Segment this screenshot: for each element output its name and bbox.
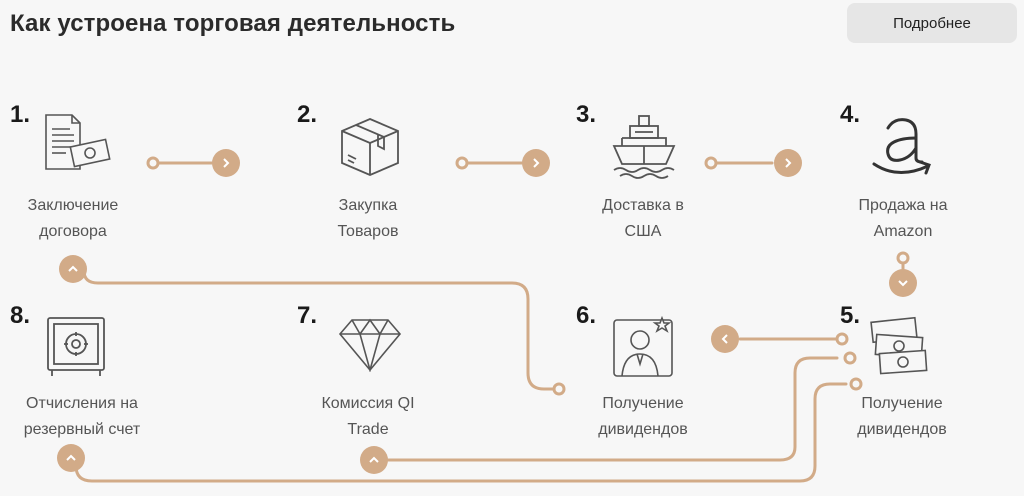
page-title: Как устроена торговая деятельность bbox=[10, 10, 456, 37]
label-line: Заключение bbox=[27, 197, 119, 214]
label-line: Trade bbox=[347, 421, 389, 438]
prev-arrow-button[interactable] bbox=[711, 325, 739, 353]
label-line: резервный счет bbox=[23, 421, 141, 438]
step-6-label: Получение дивидендов bbox=[563, 391, 723, 443]
label-line: дивидендов bbox=[598, 421, 688, 438]
label-line: Amazon bbox=[873, 223, 933, 240]
up-arrow-button[interactable] bbox=[360, 446, 388, 474]
box-icon bbox=[341, 118, 399, 176]
step-3-number: 3. bbox=[576, 101, 597, 128]
person-star-icon bbox=[613, 315, 673, 377]
label-line: Комиссия QI bbox=[321, 395, 415, 412]
step-4-number: 4. bbox=[840, 101, 861, 128]
connector-dot bbox=[849, 377, 863, 391]
step-2-number: 2. bbox=[297, 101, 318, 128]
step-8-number: 8. bbox=[10, 302, 31, 329]
next-arrow-button[interactable] bbox=[522, 149, 550, 177]
step-5-number: 5. bbox=[840, 302, 861, 329]
label-line: США bbox=[624, 223, 662, 240]
connector-dot bbox=[843, 351, 857, 365]
diamond-icon bbox=[338, 318, 402, 372]
connector-dot bbox=[704, 156, 718, 170]
label-line: Отчисления на bbox=[26, 395, 138, 412]
chevron-up-icon bbox=[66, 454, 76, 461]
connector-dot bbox=[835, 332, 849, 346]
connector-dot bbox=[455, 156, 469, 170]
step-5-label: Получение дивидендов bbox=[822, 391, 982, 443]
connector-6-1 bbox=[82, 269, 555, 391]
step-7-number: 7. bbox=[297, 302, 318, 329]
contract-money-icon bbox=[45, 114, 111, 170]
step-6-number: 6. bbox=[576, 302, 597, 329]
safe-icon bbox=[47, 317, 105, 376]
connector-dot bbox=[146, 156, 160, 170]
connector-dot bbox=[552, 382, 566, 396]
down-arrow-button[interactable] bbox=[889, 269, 917, 297]
connector-5-7 bbox=[386, 356, 839, 462]
ship-icon bbox=[612, 115, 676, 179]
label-line: Получение bbox=[602, 395, 684, 412]
chevron-right-icon bbox=[223, 158, 230, 168]
chevron-up-icon bbox=[68, 265, 78, 272]
label-line: Доставка в bbox=[602, 197, 684, 214]
next-arrow-button[interactable] bbox=[212, 149, 240, 177]
step-3-label: Доставка в США bbox=[563, 193, 723, 245]
up-arrow-button[interactable] bbox=[57, 444, 85, 472]
amazon-icon bbox=[872, 118, 931, 175]
connector-5-8 bbox=[74, 382, 848, 483]
money-stack-icon bbox=[870, 316, 928, 375]
up-arrow-button[interactable] bbox=[59, 255, 87, 283]
more-button[interactable]: Подробнее bbox=[847, 3, 1017, 43]
label-line: Закупка bbox=[338, 197, 398, 214]
chevron-down-icon bbox=[898, 280, 908, 287]
chevron-up-icon bbox=[369, 456, 379, 463]
label-line: Товаров bbox=[337, 223, 399, 240]
chevron-right-icon bbox=[533, 158, 540, 168]
step-1-number: 1. bbox=[10, 101, 31, 128]
label-line: договора bbox=[39, 223, 107, 240]
chevron-right-icon bbox=[785, 158, 792, 168]
step-2-label: Закупка Товаров bbox=[288, 193, 448, 245]
label-line: дивидендов bbox=[857, 421, 947, 438]
label-line: Продажа на bbox=[858, 197, 948, 214]
connector-dot bbox=[896, 251, 910, 265]
chevron-left-icon bbox=[721, 334, 728, 344]
label-line: Получение bbox=[861, 395, 943, 412]
step-4-label: Продажа на Amazon bbox=[823, 193, 983, 245]
step-1-label: Заключение договора bbox=[0, 193, 153, 245]
step-7-label: Комиссия QI Trade bbox=[288, 391, 448, 443]
step-8-label: Отчисления на резервный счет bbox=[2, 391, 162, 443]
next-arrow-button[interactable] bbox=[774, 149, 802, 177]
